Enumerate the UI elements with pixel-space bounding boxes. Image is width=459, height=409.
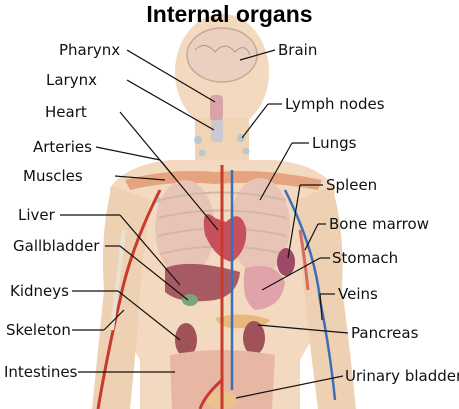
arteries-shape xyxy=(96,165,224,409)
label-bone-marrow: Bone marrow xyxy=(329,215,429,233)
label-urinary-bladder: Urinary bladder xyxy=(345,367,459,385)
label-gallbladder: Gallbladder xyxy=(13,237,100,255)
spleen-shape xyxy=(277,248,295,276)
skeleton-shape xyxy=(110,229,126,331)
brain-folds xyxy=(194,45,251,56)
label-spleen: Spleen xyxy=(326,176,378,194)
label-larynx: Larynx xyxy=(46,71,97,89)
gallbladder-shape xyxy=(182,294,198,306)
label-muscles: Muscles xyxy=(23,167,83,185)
label-brain: Brain xyxy=(278,41,318,59)
diagram-title: Internal organs xyxy=(146,1,313,27)
label-pancreas: Pancreas xyxy=(351,324,419,342)
label-heart: Heart xyxy=(45,103,87,121)
right-kidney-shape xyxy=(243,321,265,355)
larynx-shape xyxy=(211,120,223,142)
right-arm xyxy=(296,186,356,409)
right-lung-shape xyxy=(230,178,290,274)
label-skeleton: Skeleton xyxy=(6,321,71,339)
brain-shape xyxy=(186,27,258,83)
stomach-shape xyxy=(243,265,285,310)
label-pharynx: Pharynx xyxy=(59,41,121,59)
bone-marrow-shape xyxy=(298,229,310,291)
pharynx-shape xyxy=(210,95,223,121)
label-kidneys: Kidneys xyxy=(10,282,69,300)
label-lungs: Lungs xyxy=(312,134,357,152)
label-lymph-nodes: Lymph nodes xyxy=(285,95,385,113)
label-liver: Liver xyxy=(18,206,55,224)
left-kidney-shape xyxy=(175,323,197,357)
label-arteries: Arteries xyxy=(33,138,92,156)
label-stomach: Stomach xyxy=(332,249,399,267)
leader-lines xyxy=(60,49,349,399)
label-veins: Veins xyxy=(338,285,378,303)
label-intestines: Intestines xyxy=(4,363,78,381)
